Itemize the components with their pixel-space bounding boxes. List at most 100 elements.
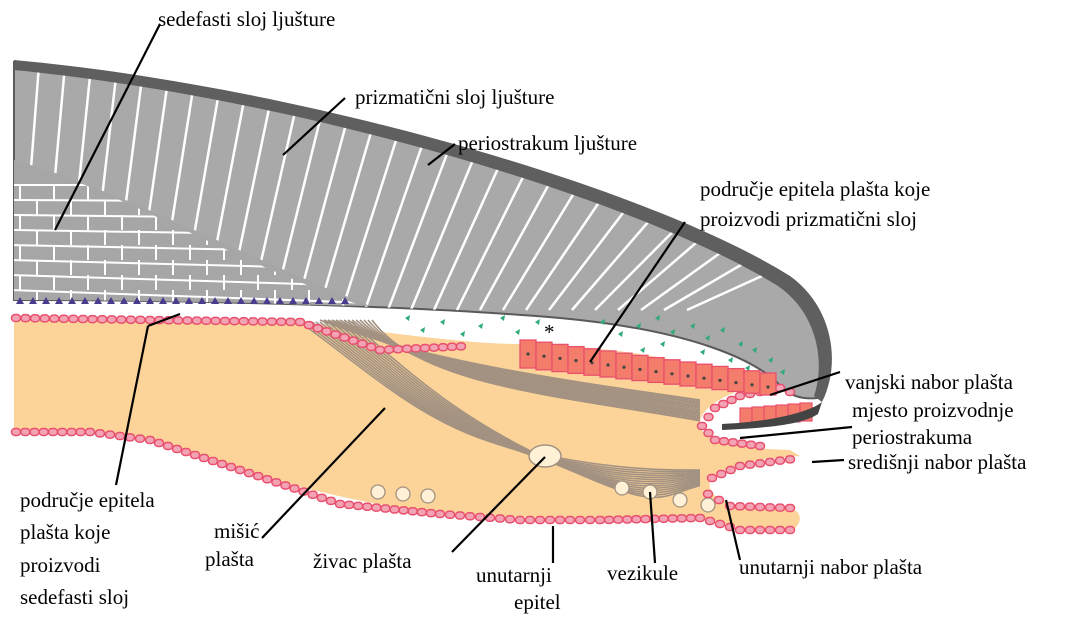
epithelial-cell — [736, 393, 745, 400]
epithelial-cell — [363, 503, 372, 510]
epithelial-cell — [704, 430, 713, 437]
epithelial-cell — [766, 459, 775, 466]
label-vesicles: vezikule — [607, 561, 678, 585]
cell-nucleus — [622, 366, 625, 369]
epithelial-cell — [756, 443, 765, 450]
epithelial-cell — [136, 316, 145, 323]
epithelial-cell — [711, 405, 720, 412]
label-periostracum: periostrakum ljušture — [458, 131, 637, 155]
epithelial-cell — [164, 443, 173, 450]
tall-cell — [696, 364, 712, 388]
label-inner-epithelium-1: unutarnji — [476, 563, 552, 587]
cell-nucleus — [718, 379, 721, 382]
cell-nucleus — [670, 372, 673, 375]
epithelial-cell — [716, 521, 725, 528]
epithelial-cell — [304, 322, 313, 329]
epithelial-cell — [277, 318, 286, 325]
epithelial-cell — [536, 517, 545, 524]
label-middle-fold: središnji nabor plašta — [848, 450, 1027, 474]
epithelial-cell — [776, 527, 785, 534]
crystal — [618, 331, 623, 337]
epithelial-cell — [230, 318, 239, 325]
epithelial-cell — [623, 516, 632, 523]
crystal — [500, 315, 505, 321]
epithelial-cell — [258, 318, 267, 325]
epithelial-cell — [349, 337, 358, 344]
epithelial-cell — [345, 501, 354, 508]
epithelial-cell — [31, 315, 40, 322]
epithelial-cell — [496, 515, 505, 522]
label-prismatic-layer: prizmatični sloj ljušture — [355, 85, 554, 109]
epithelial-cell — [720, 438, 729, 445]
epithelial-cell — [267, 318, 276, 325]
epithelial-cell — [286, 318, 295, 325]
epithelial-cell — [12, 315, 21, 322]
cell-nucleus — [558, 357, 561, 360]
epithelial-cell — [367, 343, 376, 350]
epithelial-cell — [272, 479, 281, 486]
cell-nucleus — [686, 374, 689, 377]
epithelial-cell — [686, 515, 695, 522]
epithelial-cell — [448, 343, 457, 350]
label-nacre-epithelium-1: područje epitela — [20, 488, 155, 512]
label-inner-epithelium-2: epitel — [514, 590, 561, 614]
epithelial-cell — [59, 315, 68, 322]
epithelial-cell — [331, 331, 340, 338]
epithelial-cell — [786, 505, 795, 512]
vesicle — [615, 481, 629, 495]
epithelial-cell — [596, 517, 605, 524]
label-prismatic-epithelium-2: proizvodi prizmatični sloj — [700, 207, 917, 231]
epithelial-cell — [456, 512, 465, 519]
tall-cell — [744, 371, 760, 393]
epithelial-cell — [245, 470, 254, 477]
epithelial-cell — [426, 510, 435, 517]
epithelial-cell — [155, 440, 164, 447]
label-nacre-epithelium-2: plašta koje — [20, 520, 110, 544]
epithelial-cell — [586, 517, 595, 524]
epithelial-cell — [322, 328, 331, 335]
label-nacre-epithelium-4: sedefasti sloj — [20, 585, 129, 609]
epithelial-cell — [506, 516, 515, 523]
epithelial-cell — [126, 316, 135, 323]
epithelial-cell — [221, 318, 230, 325]
epithelial-cell — [756, 460, 765, 467]
epithelial-cell — [776, 457, 785, 464]
epithelial-cell — [69, 315, 78, 322]
epithelial-cell — [436, 511, 445, 518]
epithelial-cell — [40, 315, 49, 322]
epithelial-cell — [191, 452, 200, 459]
epithelial-cell — [786, 456, 795, 463]
epithelial-cell — [408, 508, 417, 515]
asterisk: * — [544, 320, 555, 344]
epithelial-cell — [30, 429, 39, 436]
epithelial-cell — [96, 430, 105, 437]
crystal — [405, 315, 410, 321]
epithelial-cell — [182, 449, 191, 456]
epithelial-cell — [209, 458, 218, 465]
epithelial-cell — [526, 517, 535, 524]
vesicle — [673, 493, 687, 507]
mantle-nerve — [529, 445, 561, 467]
epithelial-cell — [192, 317, 201, 324]
epithelial-cell — [236, 467, 245, 474]
epithelial-cell — [421, 345, 430, 352]
epithelial-cell — [218, 461, 227, 468]
cell-nucleus — [766, 385, 769, 388]
cell-nucleus — [654, 370, 657, 373]
crystal — [535, 319, 540, 325]
epithelial-cell — [372, 504, 381, 511]
epithelial-cell — [50, 315, 59, 322]
epithelial-cell — [88, 316, 97, 323]
crystal — [440, 319, 445, 325]
crystal — [420, 327, 425, 333]
epithelial-cell — [659, 515, 668, 522]
epithelial-cell — [385, 346, 394, 353]
tall-cell — [712, 366, 728, 389]
epithelial-cell — [326, 497, 335, 504]
epithelial-cell — [776, 504, 785, 511]
epithelial-cell — [715, 497, 724, 504]
crystal — [640, 347, 645, 353]
epithelial-cell — [313, 325, 322, 332]
label-nacre-epithelium-3: proizvodi — [20, 553, 101, 577]
